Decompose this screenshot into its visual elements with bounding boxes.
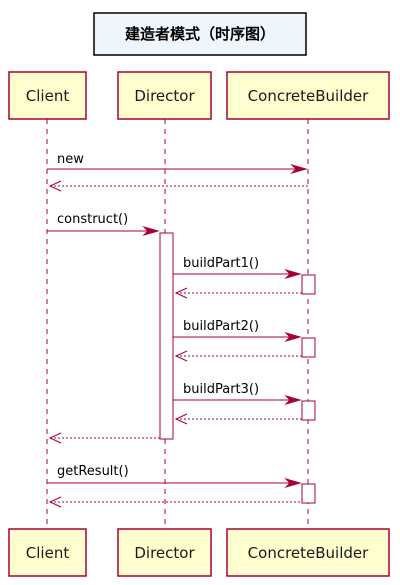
participant-concretebuilder[interactable]: ConcreteBuilder bbox=[226, 71, 390, 120]
return-getresult bbox=[48, 496, 302, 508]
arrow-head bbox=[174, 350, 188, 362]
message-label: new bbox=[57, 152, 84, 167]
lifelines bbox=[46, 119, 309, 530]
message-buildpart3: buildPart3() bbox=[173, 382, 302, 406]
message-getresult: getResult() bbox=[47, 464, 302, 489]
message-label: construct() bbox=[57, 212, 128, 227]
participant-box bbox=[117, 528, 212, 577]
activation-builder-part1 bbox=[301, 274, 316, 295]
arrow-head bbox=[48, 496, 62, 508]
participant-box bbox=[8, 71, 87, 120]
message-buildpart2: buildPart2() bbox=[173, 319, 302, 343]
diagram-title: 建造者模式（时序图） bbox=[93, 12, 307, 56]
participant-client-bottom[interactable]: Client bbox=[8, 528, 87, 577]
participant-director[interactable]: Director bbox=[117, 71, 212, 120]
participant-label: ConcreteBuilder bbox=[248, 544, 369, 562]
arrow-head bbox=[142, 225, 160, 237]
return-new bbox=[48, 180, 308, 192]
messages: new construct() buildPart1() buildPart2(… bbox=[47, 152, 308, 508]
activation-builder-getresult bbox=[301, 483, 316, 504]
participant-label: Director bbox=[134, 544, 195, 562]
activations bbox=[159, 232, 316, 504]
message-construct: construct() bbox=[47, 212, 160, 237]
participant-box bbox=[226, 71, 390, 120]
return-buildpart1 bbox=[174, 287, 302, 299]
arrow-head bbox=[284, 394, 302, 406]
arrow-head bbox=[48, 180, 62, 192]
participant-label: ConcreteBuilder bbox=[248, 87, 369, 105]
title-text: 建造者模式（时序图） bbox=[125, 25, 275, 43]
arrow-head bbox=[284, 477, 302, 489]
participant-client[interactable]: Client bbox=[8, 71, 87, 120]
arrow-head bbox=[284, 268, 302, 280]
message-new: new bbox=[47, 152, 308, 175]
message-buildpart1: buildPart1() bbox=[173, 256, 302, 280]
participant-box bbox=[8, 528, 87, 577]
return-buildpart2 bbox=[174, 350, 302, 362]
message-label: buildPart1() bbox=[183, 256, 259, 271]
arrow-head bbox=[174, 287, 188, 299]
participant-label: Client bbox=[26, 544, 70, 562]
participant-concretebuilder-bottom[interactable]: ConcreteBuilder bbox=[226, 528, 390, 577]
participant-box bbox=[117, 71, 212, 120]
arrow-head bbox=[174, 413, 188, 425]
activation-builder-part2 bbox=[301, 337, 316, 358]
return-construct bbox=[48, 432, 160, 444]
arrow-head bbox=[48, 432, 62, 444]
arrow-head bbox=[284, 331, 302, 343]
arrow-head bbox=[290, 163, 308, 175]
title-box bbox=[93, 12, 307, 56]
return-buildpart3 bbox=[174, 413, 302, 425]
activation-director bbox=[159, 232, 174, 440]
message-label: buildPart3() bbox=[183, 382, 259, 397]
participants-top: Client Director ConcreteBuilder bbox=[8, 71, 390, 120]
message-label: getResult() bbox=[57, 464, 129, 479]
participant-label: Client bbox=[26, 87, 70, 105]
participant-box bbox=[226, 528, 390, 577]
participant-director-bottom[interactable]: Director bbox=[117, 528, 212, 577]
participant-label: Director bbox=[134, 87, 195, 105]
message-label: buildPart2() bbox=[183, 319, 259, 334]
activation-builder-part3 bbox=[301, 400, 316, 421]
participants-bottom: Client Director ConcreteBuilder bbox=[8, 528, 390, 577]
